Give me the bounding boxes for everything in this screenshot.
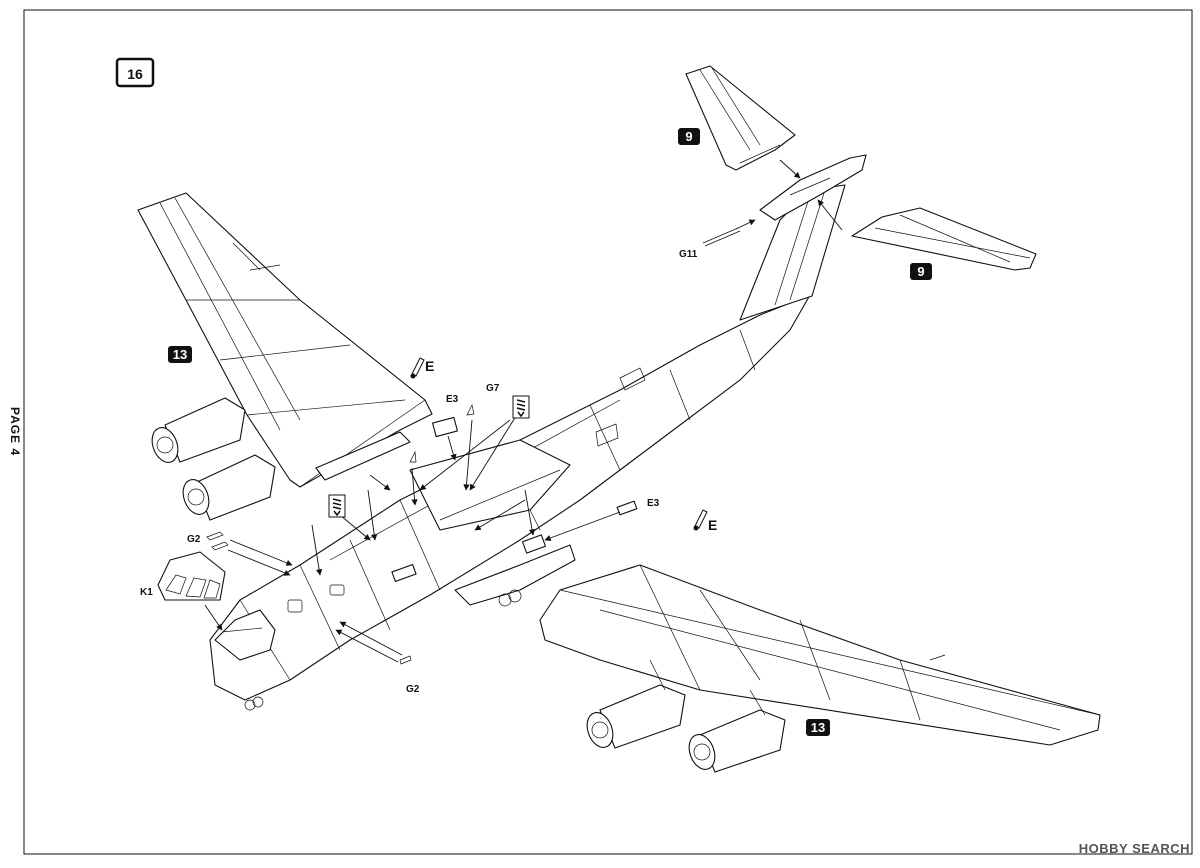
glue-brush-icon (693, 509, 708, 531)
ref-badge-wing-left: 13 (168, 346, 192, 363)
label-e-right: E (708, 517, 717, 533)
svg-text:9: 9 (685, 129, 692, 144)
label-e3-top: E3 (446, 394, 459, 405)
canopy-part (157, 551, 226, 601)
svg-text:13: 13 (173, 347, 187, 362)
upper-wing-engines (151, 397, 276, 521)
step-number: 16 (127, 66, 143, 82)
page-label: PAGE 4 (8, 407, 22, 457)
upper-wing (137, 192, 433, 488)
label-g11: G11 (679, 249, 698, 260)
svg-text:9: 9 (917, 264, 924, 279)
label-k1: K1 (140, 587, 153, 598)
label-e-top: E (425, 358, 434, 374)
step-badge: 16 (115, 57, 155, 88)
label-g2-top: G2 (187, 534, 201, 545)
ref-badge-tail: 9 (678, 128, 700, 145)
watermark: HOBBY SEARCH (1078, 841, 1190, 856)
drill-bit-icon (512, 395, 530, 419)
assembly-arrows (204, 159, 843, 663)
small-parts (206, 227, 741, 665)
glue-brush-icon (410, 357, 425, 379)
ref-badge-stabilizer: 9 (910, 263, 932, 280)
drill-bit-icon (328, 494, 346, 518)
tail-tip-part (685, 65, 796, 171)
stabilizer-part (851, 207, 1037, 271)
label-g7: G7 (486, 383, 500, 394)
lower-wing-engines (586, 659, 786, 773)
label-g2-bottom: G2 (406, 684, 420, 695)
page-border (23, 9, 1193, 855)
vertical-tail (739, 154, 867, 321)
ref-badge-wing-right: 13 (806, 719, 830, 736)
svg-text:13: 13 (811, 720, 825, 735)
label-e3-right: E3 (647, 498, 660, 509)
lower-wing (539, 564, 1101, 746)
